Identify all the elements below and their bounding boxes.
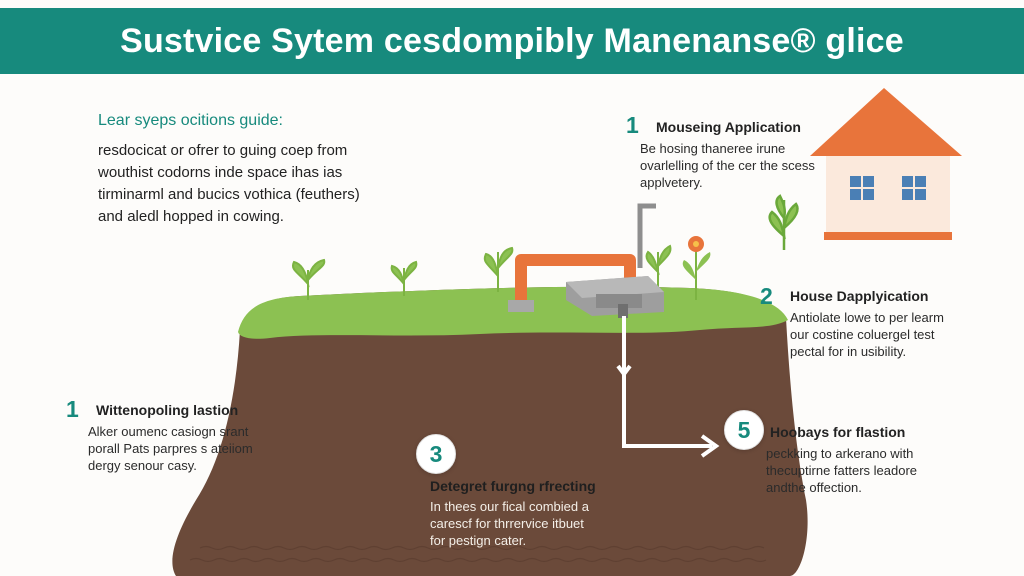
intro-line: resdocicat or ofrer to guing coep from [98, 142, 348, 159]
step-line: for pestign cater. [430, 533, 527, 548]
pipe-icon [508, 203, 656, 312]
step-description: Antiolate lowe to per learm our costine … [790, 309, 944, 360]
step-title: Hoobays for flastion [770, 424, 906, 440]
arrow-right-icon [616, 316, 720, 458]
soil-mound [172, 286, 808, 576]
step-description: Be hosing thaneree irune ovarlelling of … [640, 140, 815, 191]
step-description: In thees our fical combied a carescf for… [430, 498, 589, 549]
plant-icon [483, 246, 514, 292]
intro-heading: Lear syeps ocitions guide: [98, 112, 283, 129]
step-line: ovarlelling of the cer the scess [640, 158, 815, 173]
step-title: House Dapplyication [790, 288, 929, 304]
step-line: applvetery. [640, 175, 703, 190]
intro-line: and aledl hopped in cowing. [98, 208, 284, 225]
step-title: Mouseing Application [656, 119, 801, 135]
step-title: Detegret furgng rfrecting [430, 478, 596, 494]
flower-icon [682, 236, 711, 300]
plant-icon [645, 244, 672, 290]
step-number: 1 [626, 112, 639, 138]
plant-icon [768, 194, 799, 250]
step-line: Antiolate lowe to per learm [790, 310, 944, 325]
step-line: In thees our fical combied a [430, 499, 589, 514]
plant-icon [292, 258, 326, 300]
soil-texture [189, 545, 767, 563]
step-number-badge: 5 [724, 410, 764, 450]
intro-block: Lear syeps ocitions guide: resdocicat or… [98, 112, 398, 228]
header-banner [0, 8, 1024, 74]
page-title: Sustvice Sytem cesdompibly Manenanse® gl… [120, 21, 904, 60]
step-line: dergy senour casy. [88, 458, 197, 473]
step-number-badge: 3 [416, 434, 456, 474]
step-description: Alker oumenc casiogn srant porall Pats p… [88, 423, 253, 474]
intro-line: wouthist codorns inde space ihas ias [98, 164, 343, 181]
house-icon [810, 88, 962, 240]
step-line: porall Pats parpres s ateiiom [88, 441, 253, 456]
plant-icon [390, 260, 418, 296]
step-line: peckking to arkerano with [766, 446, 914, 461]
step-number: 1 [66, 396, 79, 422]
step-line: carescf for thrrervice itbuet [430, 516, 584, 531]
septic-tank-icon [566, 276, 664, 318]
step-title: Wittenopoling lastion [96, 402, 239, 418]
step-line: our costine coluergel test [790, 327, 935, 342]
step-description: peckking to arkerano with thecuptirne fa… [766, 445, 917, 496]
step-line: thecuptirne fatters leadore [766, 463, 918, 478]
step-line: Alker oumenc casiogn srant [88, 424, 249, 439]
step-line: Be hosing thaneree irune [640, 141, 786, 156]
step-number: 2 [760, 283, 773, 309]
intro-line: tirminarml and bucics vothica (feuthers) [98, 186, 360, 203]
step-line: andthe offection. [766, 480, 862, 495]
intro-body: resdocicat or ofrer to guing coep from w… [98, 140, 398, 228]
step-line: pectal for in usibility. [790, 344, 907, 359]
